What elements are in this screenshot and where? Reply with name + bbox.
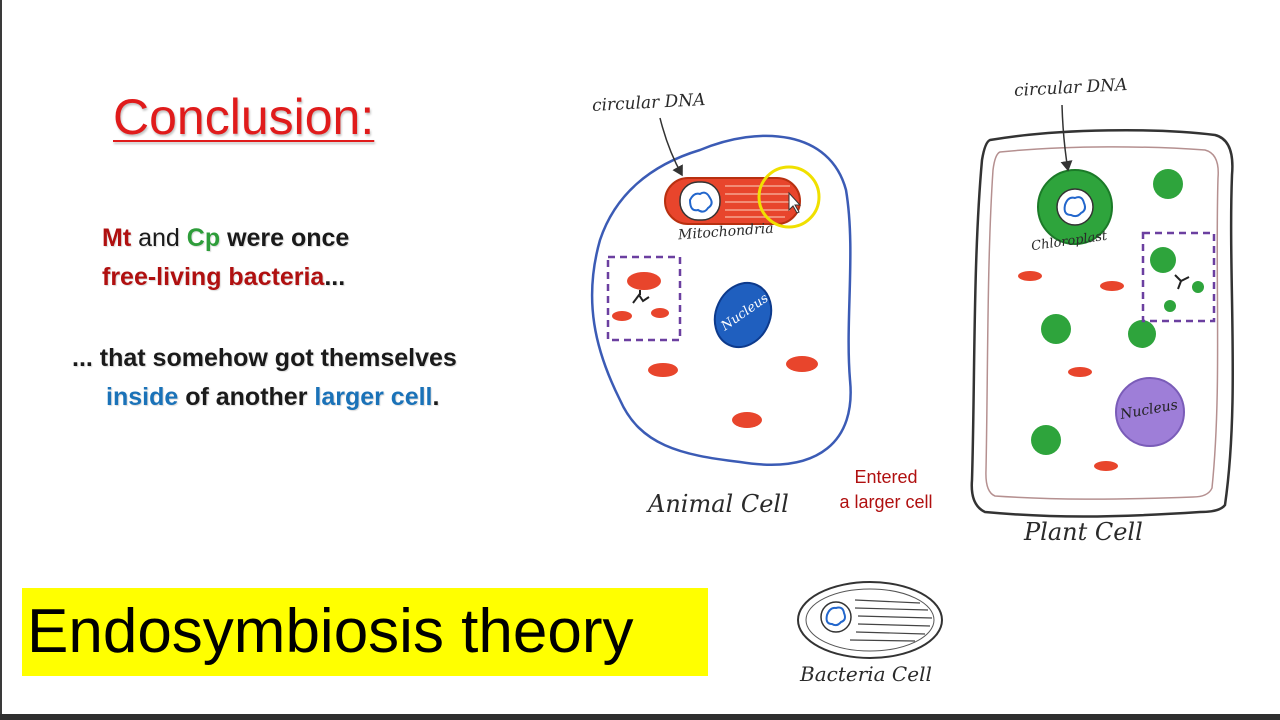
- banner-title: Endosymbiosis theory: [27, 597, 634, 666]
- bacteria-cell-caption: Bacteria Cell: [800, 662, 932, 686]
- animal-division-arrows: [632, 290, 650, 304]
- slide-title: Conclusion:: [113, 89, 375, 145]
- plant-nucleus: [1115, 377, 1185, 447]
- frame-left: [0, 0, 2, 720]
- mito-circular-dna: [688, 191, 713, 213]
- animal-dna-arrow: [659, 117, 683, 177]
- mito-dna-pocket: [679, 181, 721, 221]
- ellipsis-label: ...: [324, 263, 346, 291]
- cp-label: Cp: [186, 224, 221, 252]
- animal-division-box: [606, 255, 682, 342]
- small-mito-6: [732, 412, 762, 428]
- small-mito-1: [627, 272, 661, 290]
- bacteria-membrane: [805, 588, 935, 652]
- text-line-1: Mt and Cp were once: [102, 224, 349, 253]
- text-line-3: ... that somehow got themselves: [72, 344, 457, 372]
- animal-cell-membrane: [590, 134, 852, 466]
- text-line-2: free-living bacteria...: [102, 263, 345, 292]
- small-mito-4: [648, 363, 678, 377]
- plant-cell-caption: Plant Cell: [1024, 518, 1143, 546]
- small-mito-3: [651, 308, 669, 318]
- small-chloro-4: [1192, 281, 1204, 293]
- chloro-dna-pocket: [1056, 188, 1094, 226]
- cursor-icon: [788, 191, 802, 214]
- small-chloro-2: [1150, 247, 1176, 273]
- were-once-label: were once: [227, 224, 350, 252]
- banner-highlight: [22, 588, 708, 676]
- small-mito-2: [612, 311, 632, 321]
- plant-mito-1: [1018, 271, 1042, 281]
- free-living-label: free-living bacteria: [102, 263, 325, 291]
- small-chloro-5: [1041, 314, 1071, 344]
- bacteria-dna-pocket: [820, 601, 852, 633]
- entered-note: Entered a larger cell: [834, 465, 938, 515]
- small-chloro-6: [1128, 320, 1156, 348]
- text-line-4: inside of another larger cell.: [106, 383, 439, 412]
- and-label: and: [138, 224, 180, 252]
- small-chloro-7: [1031, 425, 1061, 455]
- inside-label: inside: [106, 383, 179, 411]
- entered-note-line-2: a larger cell: [839, 492, 933, 512]
- pointer-highlight: [757, 165, 821, 229]
- bacteria-cell: [797, 581, 943, 659]
- period-label: .: [432, 383, 440, 411]
- bacteria-circular-dna: [825, 606, 846, 627]
- chloro-circular-dna: [1063, 196, 1086, 218]
- of-another-label: of another: [185, 383, 308, 411]
- plant-cell-wall: [970, 129, 1235, 518]
- plant-division-box: [1141, 231, 1216, 323]
- small-chloro-3: [1164, 300, 1176, 312]
- plant-dna-arrow: [1060, 104, 1073, 172]
- entered-note-line-1: Entered: [854, 467, 918, 487]
- plant-mito-4: [1094, 461, 1118, 471]
- plant-mito-2: [1100, 281, 1124, 291]
- plant-division-arrows: [1174, 274, 1190, 290]
- plant-cell-membrane: [985, 146, 1219, 500]
- bacteria-ribosomes: [849, 599, 933, 642]
- animal-cell-caption: Animal Cell: [648, 490, 789, 518]
- small-mito-5: [786, 356, 818, 372]
- larger-cell-label: larger cell: [314, 383, 433, 411]
- mt-label: Mt: [102, 224, 132, 252]
- frame-bottom: [0, 714, 1280, 720]
- small-chloro-1: [1153, 169, 1183, 199]
- plant-mito-3: [1068, 367, 1092, 377]
- animal-nucleus: [713, 281, 773, 349]
